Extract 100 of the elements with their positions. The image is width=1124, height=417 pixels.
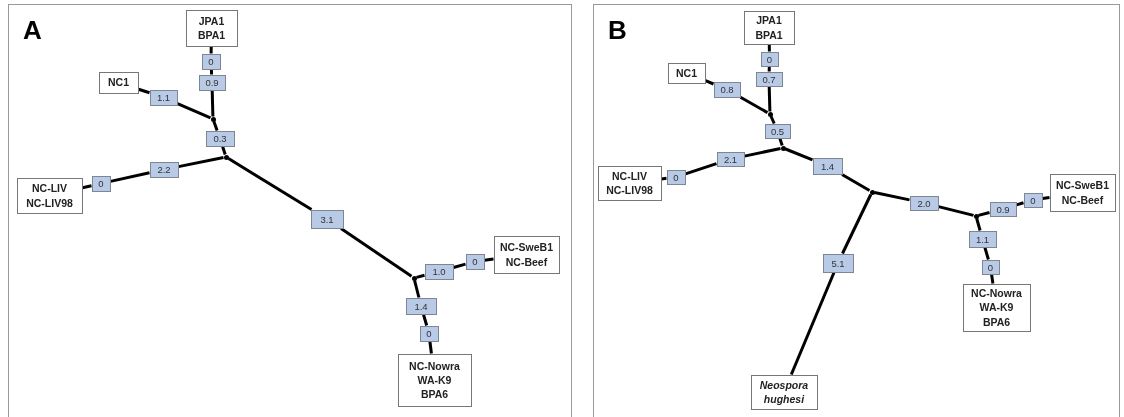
strain-name: JPA1 xyxy=(756,13,782,28)
strain-name: WA-K9 xyxy=(979,300,1014,315)
taxon-box xyxy=(493,235,560,274)
panel-letter: B xyxy=(608,17,627,43)
strain-name: NC-Nowra xyxy=(409,358,460,373)
branch-length-label: 1.1 xyxy=(968,230,997,248)
tree-branch xyxy=(178,156,224,169)
strain-name: BPA1 xyxy=(755,27,783,42)
branch-length-label: 2.0 xyxy=(909,195,939,211)
tree-branch xyxy=(110,171,150,183)
strain-name: NC-Beef xyxy=(1061,192,1104,207)
tree-branch xyxy=(227,157,313,211)
tree-branch xyxy=(983,247,990,260)
tree-branch xyxy=(210,90,215,117)
branch-length-label: 0.3 xyxy=(205,130,235,147)
branch-length-label: 2.1 xyxy=(716,151,745,167)
taxon-box xyxy=(962,283,1031,332)
panel-frame xyxy=(593,4,1120,417)
taxon-box xyxy=(98,71,139,94)
tree-branch xyxy=(209,46,213,54)
tree-branch xyxy=(413,280,421,298)
tree-branch xyxy=(1042,196,1050,201)
tree-branch xyxy=(990,274,995,284)
strain-name: NC-LIV xyxy=(32,181,67,196)
branch-length-label: 0.9 xyxy=(198,74,226,91)
strain-name: WA-K9 xyxy=(417,372,452,388)
branch-length-label: 0 xyxy=(981,259,1000,275)
branch-length-label: 0 xyxy=(91,175,111,192)
tree-branch xyxy=(789,271,836,376)
branch-point xyxy=(210,116,216,122)
branch-point xyxy=(869,189,875,195)
taxon-box xyxy=(667,62,706,84)
branch-length-label: 0.5 xyxy=(764,123,791,139)
strain-name: BPA1 xyxy=(197,28,226,43)
tree-branch xyxy=(874,191,910,202)
branch-length-label: 0.9 xyxy=(989,201,1017,217)
branch-length-label: 0 xyxy=(666,169,686,185)
branch-length-label: 0.8 xyxy=(713,81,741,98)
tree-branch xyxy=(767,44,771,52)
tree-branch xyxy=(975,218,982,231)
strain-name: NC-SweB1 xyxy=(499,240,554,255)
branch-length-label: 1.4 xyxy=(812,157,843,175)
tree-branch xyxy=(212,121,219,131)
strain-name: BPA6 xyxy=(982,314,1011,329)
branch-length-label: 0 xyxy=(760,51,779,67)
taxon-box xyxy=(185,9,238,47)
tree-branch xyxy=(416,273,425,279)
tree-branch xyxy=(453,262,466,269)
strain-name: JPA1 xyxy=(198,13,225,28)
tree-branch xyxy=(978,211,990,217)
branch-length-label: 1.0 xyxy=(424,263,454,280)
tree-branch xyxy=(841,193,873,255)
branch-length-label: 0 xyxy=(419,325,439,342)
tree-branch xyxy=(1016,201,1024,207)
panel-frame xyxy=(8,4,572,417)
strain-name: BPA6 xyxy=(420,387,449,402)
tree-branch xyxy=(739,95,769,114)
strain-name: NC-Beef xyxy=(505,254,548,269)
tree-branch xyxy=(938,205,974,217)
tree-branch xyxy=(685,162,717,176)
branch-length-label: 3.1 xyxy=(310,209,344,229)
taxon-box xyxy=(1049,173,1116,212)
tree-branch xyxy=(661,176,667,181)
branch-point xyxy=(780,145,786,151)
strain-name: Neospora hughesi xyxy=(758,377,810,407)
branch-length-label: 0.7 xyxy=(755,71,783,87)
taxon-box xyxy=(743,10,795,45)
branch-length-label: 0 xyxy=(1023,192,1043,208)
branch-point xyxy=(973,213,979,219)
branch-length-label: 5.1 xyxy=(822,253,854,273)
tree-branch xyxy=(484,257,494,262)
tree-branch xyxy=(767,86,772,112)
tree-branch xyxy=(704,79,715,86)
tree-branch xyxy=(841,173,871,192)
tree-branch xyxy=(428,341,433,354)
tree-branch xyxy=(744,147,781,158)
branch-length-label: 2.2 xyxy=(149,161,179,178)
taxon-box xyxy=(16,177,83,214)
strain-name: NC-LIV xyxy=(612,168,647,183)
tree-branch xyxy=(340,227,413,278)
branch-point xyxy=(767,111,773,117)
tree-branch xyxy=(176,102,212,120)
strain-name: NC1 xyxy=(108,75,129,90)
taxon-box xyxy=(597,165,662,201)
tree-branch xyxy=(769,115,776,125)
strain-name: NC-Nowra xyxy=(971,286,1022,301)
tree-branch xyxy=(784,147,814,162)
taxon-box xyxy=(750,374,818,410)
tree-branch xyxy=(138,87,150,95)
branch-length-label: 1.1 xyxy=(149,89,178,106)
branch-length-label: 1.4 xyxy=(405,297,437,315)
branch-length-label: 0 xyxy=(201,53,221,70)
strain-name: NC-LIV98 xyxy=(606,183,653,198)
strain-name: NC-LIV98 xyxy=(26,195,73,210)
taxon-box xyxy=(397,353,472,407)
branch-point xyxy=(223,154,229,160)
strain-name: NC1 xyxy=(676,65,697,81)
branch-length-label: 0 xyxy=(465,253,485,270)
tree-branch xyxy=(422,314,429,326)
branch-point xyxy=(411,275,417,281)
